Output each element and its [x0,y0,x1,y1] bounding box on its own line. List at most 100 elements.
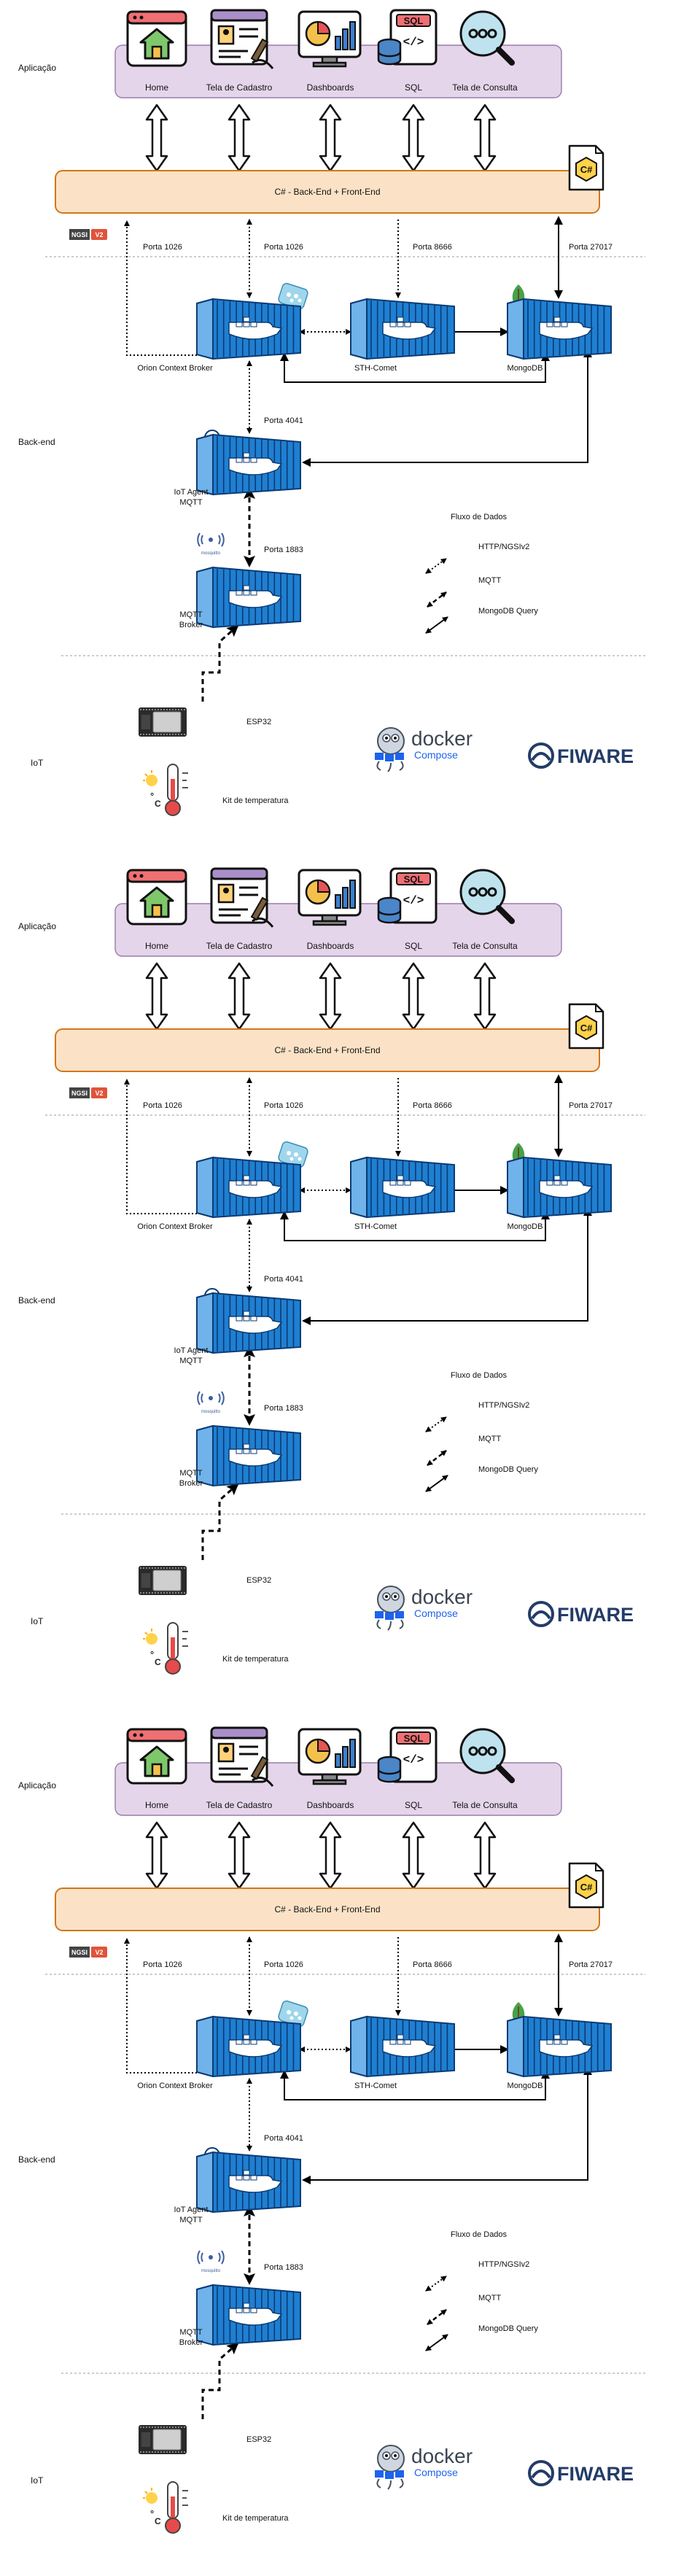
legend-http-arrow [425,558,447,574]
connectors [124,216,592,702]
svg-text:FIWARE: FIWARE [557,1604,634,1626]
app-label-consulta: Tela de Consulta [452,1800,518,1810]
component-label-iot-agent-2: MQTT [179,1357,202,1365]
app-label-home: Home [145,941,168,951]
iot-agent-container [196,1292,301,1354]
docker-compose-logo: docker Compose [375,1586,473,1631]
layer-label-backend: Back-end [18,437,55,447]
legend-title: Fluxo de Dados [451,2230,508,2239]
app-label-sql: SQL [405,82,422,93]
orion-container [196,1156,301,1219]
app-label-cadastro: Tela de Cadastro [206,82,273,93]
esp32-board-icon [139,2425,187,2454]
consulta-app-icon[interactable] [459,10,515,66]
layer-label-iot: IoT [31,1616,44,1626]
mongodb-container [507,1156,612,1219]
sql-app-icon[interactable]: SQL </> [377,9,438,66]
esp32-mqtt-arrow [201,624,239,702]
backend-bar-label: C# - Back-End + Front-End [274,1045,380,1055]
svg-text:V2: V2 [95,231,103,238]
port-label-iot-agent: Porta 4041 [264,2134,303,2143]
esp32-label: ESP32 [246,718,271,726]
port-label-sth: Porta 8666 [413,243,452,252]
legend-http-label: HTTP/NGSIv2 [478,543,529,551]
iot-agent-container [196,2151,301,2214]
component-label-orion: Orion Context Broker [137,1222,213,1231]
consulta-app-icon[interactable] [459,869,515,924]
legend-mqtt-label: MQTT [478,1435,501,1443]
double-arrow-home [145,1821,168,1890]
home-app-icon[interactable] [126,10,187,67]
ngsi-v2-badge: NGSI V2 [69,1947,107,1958]
component-label-sth: STH-Comet [354,364,397,373]
double-arrow-dashboards [319,104,342,172]
svg-text:</>: </> [403,36,424,49]
component-label-orion: Orion Context Broker [137,364,213,373]
component-label-mqtt-1: MQTT [179,1469,202,1478]
dashboards-app-icon[interactable] [298,10,362,68]
iotagent-mongo-arrow [302,2066,592,2184]
svg-text:°: ° [150,791,154,802]
app-label-dashboards: Dashboards [307,941,354,951]
port-label-sth: Porta 8666 [413,1101,452,1110]
port-label-orion-cb: Porta 1026 [264,1960,303,1969]
legend-title: Fluxo de Dados [451,1371,508,1380]
backend-bar-label: C# - Back-End + Front-End [274,187,380,197]
legend-mongo-label: MongoDB Query [478,1465,538,1474]
component-label-mongo: MongoDB [508,2082,543,2090]
svg-text:SQL: SQL [404,1733,424,1744]
component-label-mqtt-2: Broker [179,621,203,629]
app-label-consulta: Tela de Consulta [452,941,518,951]
cadastro-app-icon[interactable] [210,9,274,69]
csharp-icon: C# [568,1003,604,1050]
thermometer-icon: ° C [143,1622,188,1675]
port-label-mongo: Porta 27017 [569,1960,613,1969]
esp32-label: ESP32 [246,2435,271,2444]
port-label-iot-agent: Porta 4041 [264,416,303,425]
double-arrow-dashboards [319,1821,342,1890]
double-arrow-sql [402,104,425,172]
svg-text:mosquitto: mosquitto [201,2269,221,2273]
legend-mongo-label: MongoDB Query [478,607,538,616]
cadastro-app-icon[interactable] [210,867,274,928]
app-label-dashboards: Dashboards [307,1800,354,1810]
port-label-mongo: Porta 27017 [569,243,613,252]
svg-text:°: ° [150,1649,154,1660]
iotagent-mongo-arrow [302,1207,592,1325]
app-label-dashboards: Dashboards [307,82,354,93]
layer-label-iot: IoT [31,758,44,768]
dashboards-app-icon[interactable] [298,869,362,926]
component-label-mqtt-1: MQTT [179,610,202,619]
legend-mqtt-arrow [427,2309,447,2325]
ngsi-v2-badge: NGSI V2 [69,1087,107,1098]
thermometer-icon: ° C [143,2481,188,2534]
legend-mqtt-label: MQTT [478,576,501,585]
consulta-app-icon[interactable] [459,1728,515,1783]
svg-text:C#: C# [580,164,593,175]
sql-app-icon[interactable]: SQL </> [377,1726,438,1783]
sql-app-icon[interactable]: SQL </> [377,867,438,924]
home-app-icon[interactable] [126,1728,187,1785]
esp32-board-icon [139,707,187,737]
component-label-iot-agent-1: IoT Agent [174,1346,209,1355]
home-app-icon[interactable] [126,869,187,926]
layer-label-application: Aplicação [18,63,56,73]
svg-text:NGSI: NGSI [71,1090,88,1097]
app-backend-arrows [145,962,497,1031]
layer-label-application: Aplicação [18,921,56,931]
component-label-iot-agent-2: MQTT [179,2216,202,2224]
orion-mongo-arrow [280,2070,550,2100]
legend-http-arrow [425,1416,447,1432]
component-label-iot-agent-1: IoT Agent [174,2205,209,2214]
component-label-sth: STH-Comet [354,1222,397,1231]
legend-mongo-arrow [425,1475,448,1492]
legend-http-label: HTTP/NGSIv2 [478,1401,529,1410]
double-arrow-home [145,962,168,1031]
dashboards-app-icon[interactable] [298,1728,362,1785]
architecture-diagram: Aplicação Back-end IoT SQL </> [18,9,645,816]
svg-text:C#: C# [580,1882,593,1893]
port-label-mqtt: Porta 1883 [264,2263,303,2272]
cadastro-app-icon[interactable] [210,1726,274,1787]
csharp-icon: C# [568,144,604,191]
sth-container [350,298,455,360]
